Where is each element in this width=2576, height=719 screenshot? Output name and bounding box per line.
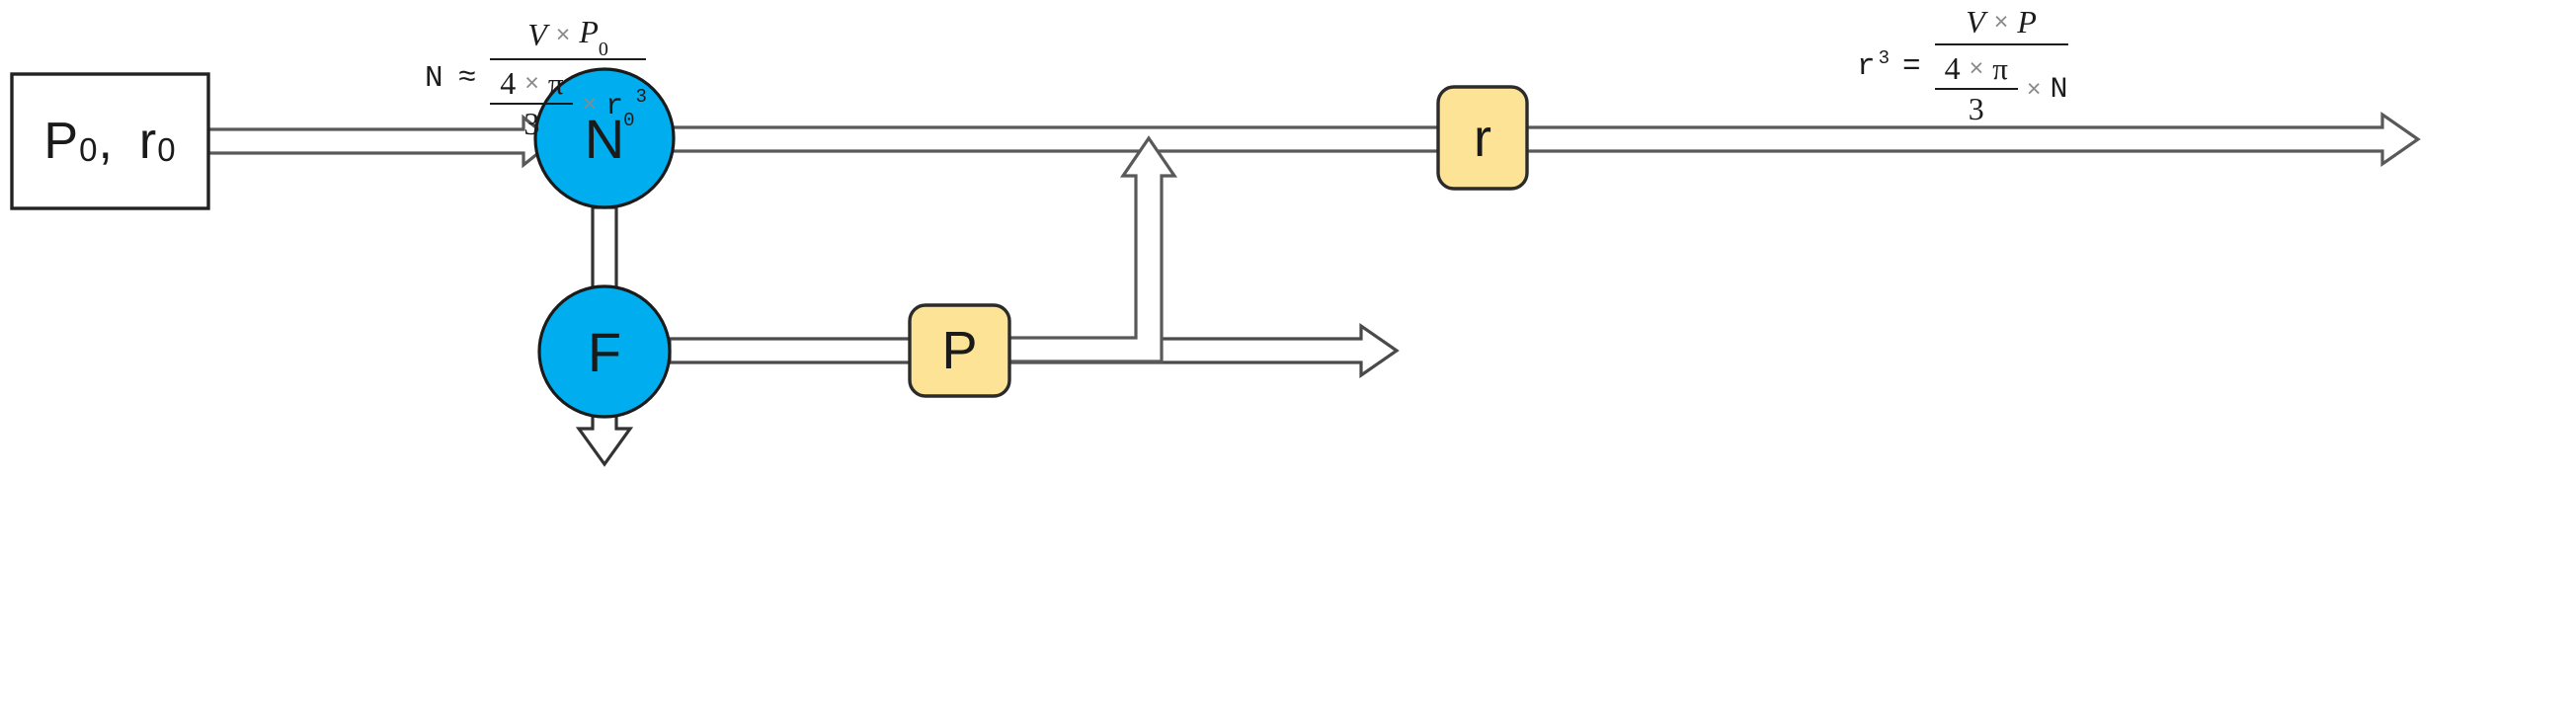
node-source-box[interactable] xyxy=(10,72,210,210)
edge-N-to-r[interactable] xyxy=(671,111,2421,168)
edge-P-to-N-r-junction[interactable] xyxy=(1007,135,1178,363)
node-N-circle[interactable] xyxy=(533,67,676,209)
edge-source-to-N[interactable] xyxy=(206,114,556,169)
node-P-box[interactable] xyxy=(908,303,1011,398)
node-F-circle[interactable] xyxy=(537,284,672,419)
node-r-box[interactable] xyxy=(1436,85,1529,191)
